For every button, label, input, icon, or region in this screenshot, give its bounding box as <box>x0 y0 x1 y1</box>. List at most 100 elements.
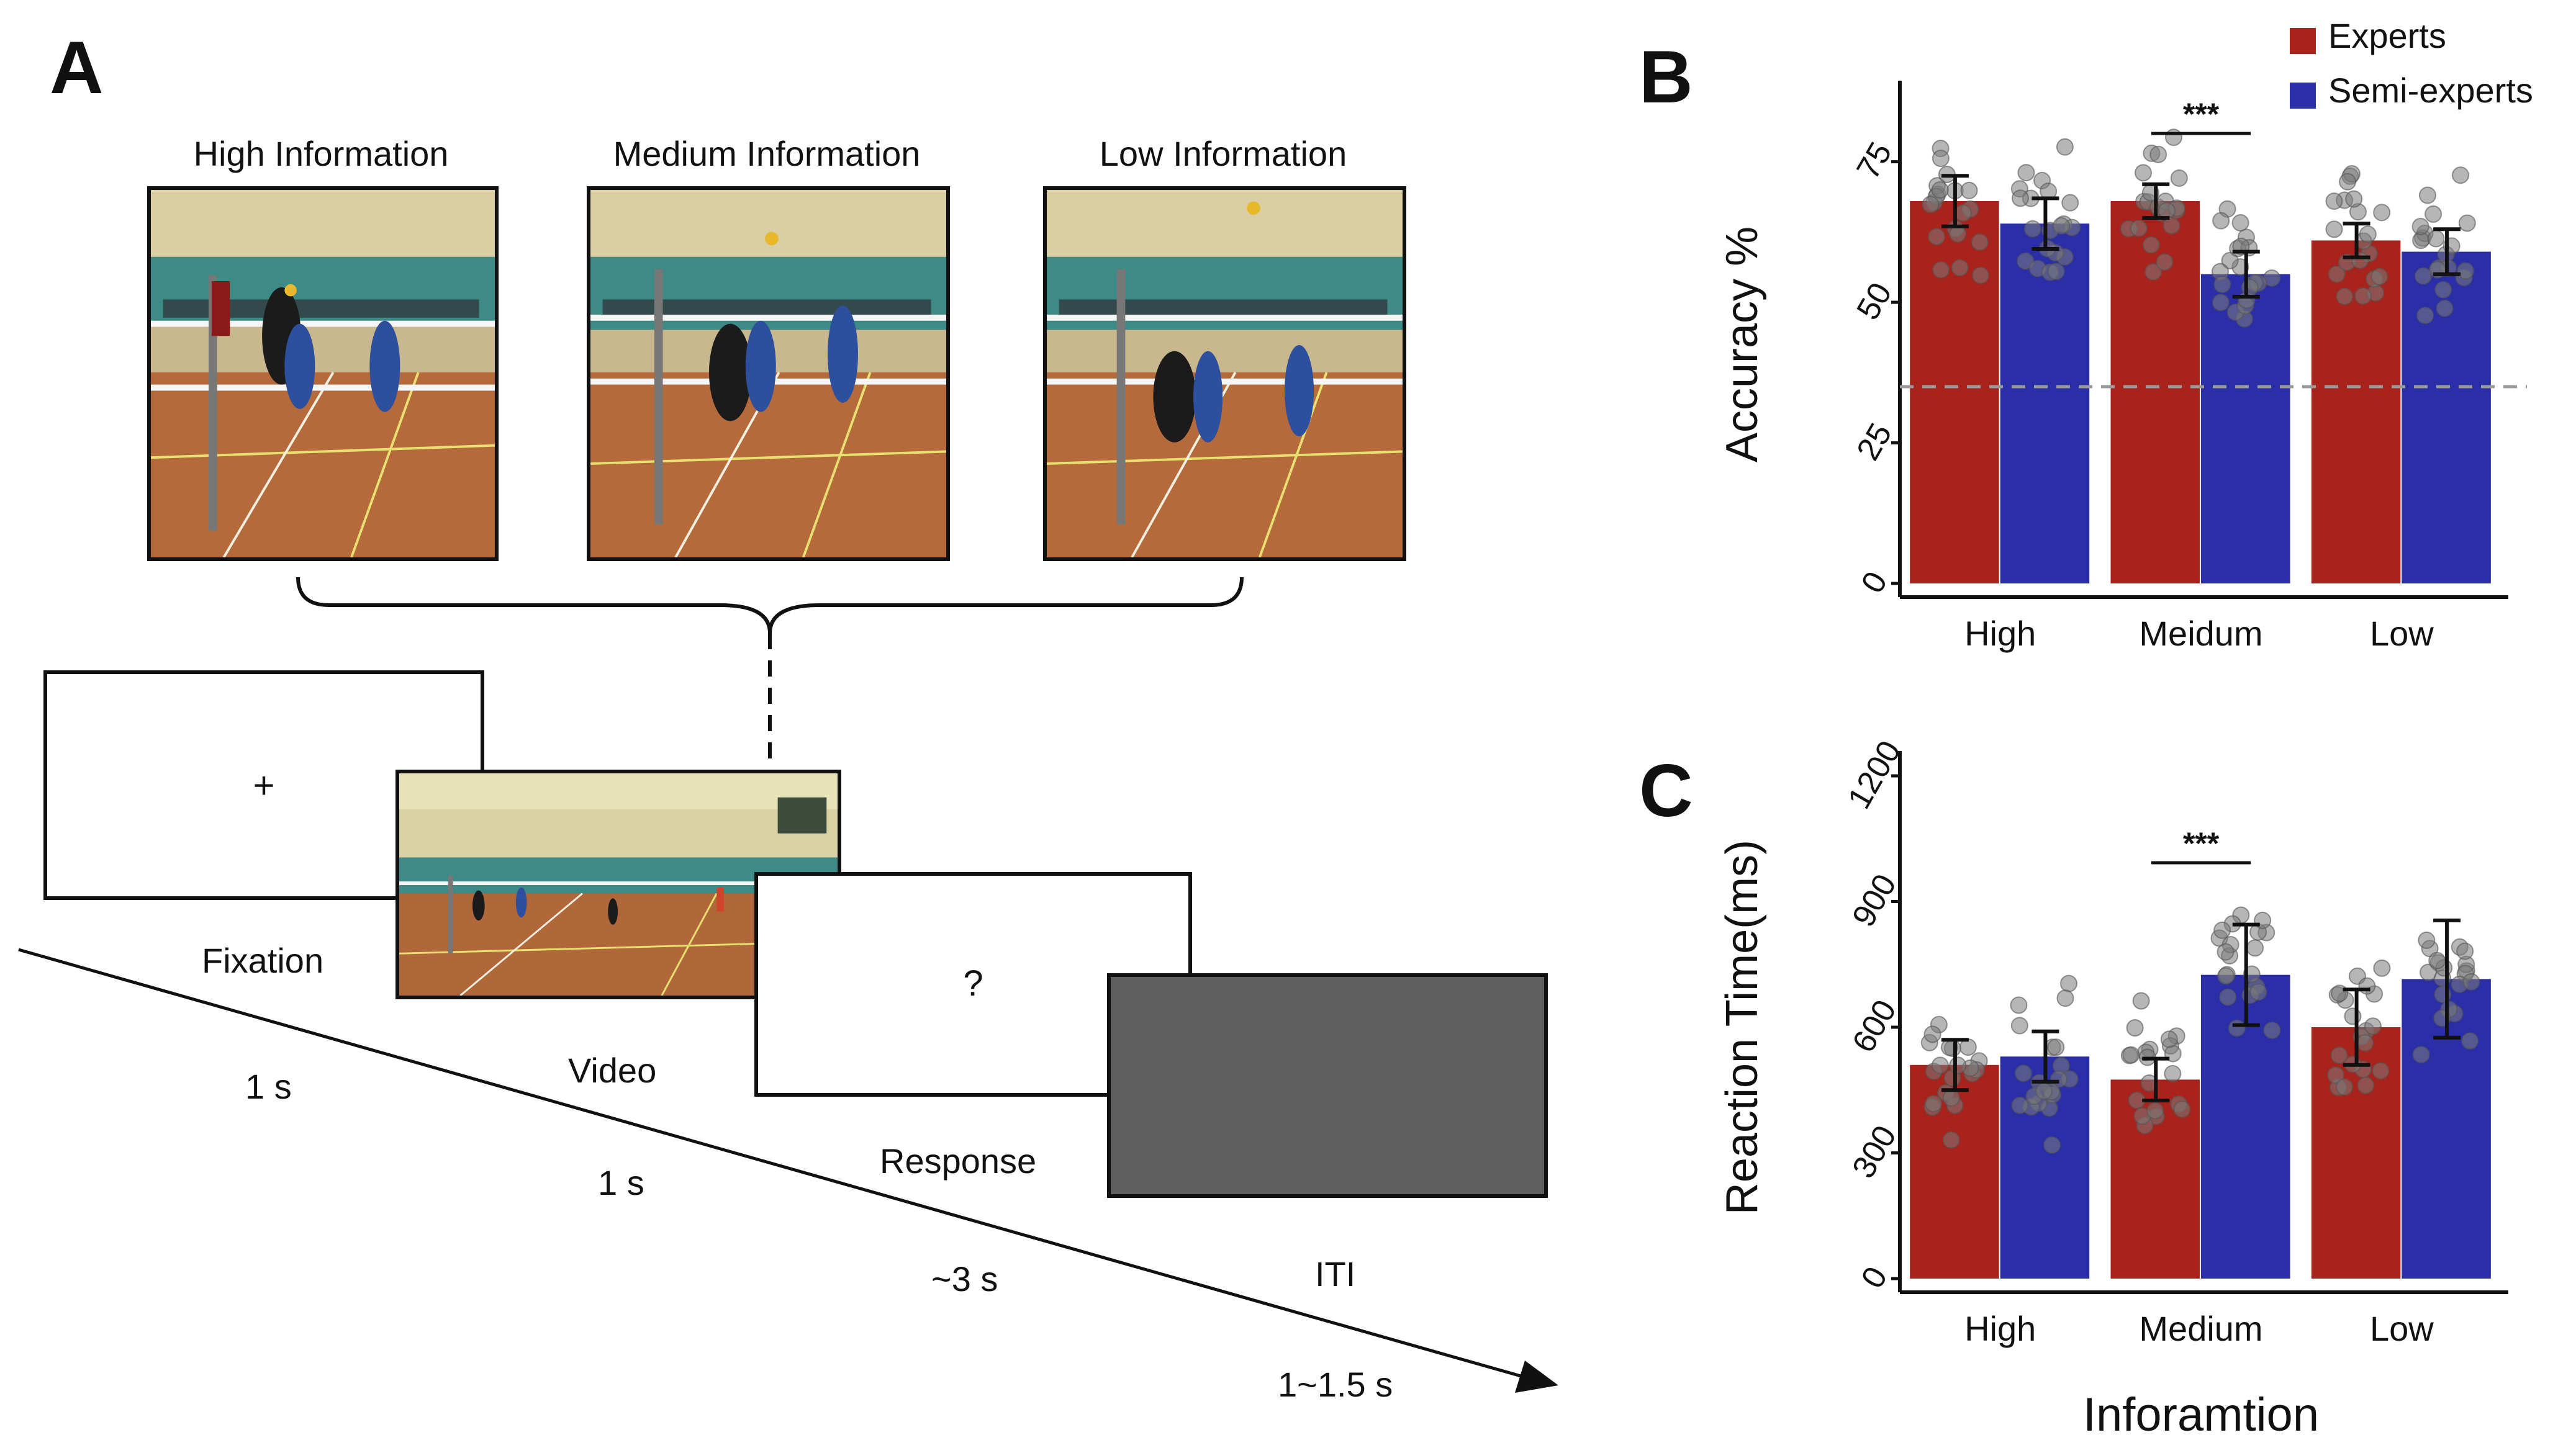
data-point <box>2418 186 2436 204</box>
x-axis-label: Inforamtion <box>2083 1388 2319 1441</box>
x-tick-label: High <box>1964 614 2036 653</box>
data-point <box>2418 931 2436 949</box>
panel-c-letter: C <box>1639 749 1693 832</box>
legend-swatch-experts <box>2290 28 2316 54</box>
panel-a-letter: A <box>50 26 104 109</box>
data-point <box>2212 212 2230 230</box>
event-label-response: Response <box>880 1141 1037 1181</box>
data-point <box>2354 287 2372 305</box>
significance-label: *** <box>2183 826 2220 861</box>
data-point <box>2017 164 2035 182</box>
data-point <box>2461 1032 2479 1050</box>
data-point <box>2056 989 2074 1007</box>
data-point <box>2328 265 2346 283</box>
data-point <box>2357 1076 2375 1094</box>
event-duration-response: ~3 s <box>931 1259 998 1298</box>
x-tick-label: Low <box>2370 614 2434 653</box>
data-point <box>2010 1017 2028 1035</box>
data-point <box>2035 1082 2053 1100</box>
data-point <box>2213 276 2231 294</box>
data-point <box>2434 281 2452 299</box>
data-point <box>2060 974 2078 992</box>
fixation-cross: + <box>253 765 275 806</box>
data-point <box>2436 299 2454 317</box>
data-point <box>1923 1025 1941 1043</box>
data-point <box>2011 1097 2029 1115</box>
event-label-fixation: Fixation <box>202 941 324 980</box>
stimulus-image-medium <box>587 186 950 561</box>
significance-label: *** <box>2183 97 2220 132</box>
data-point <box>2043 1136 2061 1154</box>
data-point <box>2372 1062 2390 1080</box>
data-point <box>1954 204 1972 222</box>
data-point <box>2132 992 2150 1010</box>
stimulus-image-high <box>147 186 499 561</box>
data-point <box>2164 1064 2182 1082</box>
data-point <box>2165 128 2183 146</box>
condition-title-low: Low Information <box>1099 134 1347 173</box>
data-point <box>2456 942 2474 960</box>
data-point <box>2451 166 2469 184</box>
data-point <box>2325 220 2343 238</box>
event-duration-iti: 1~1.5 s <box>1278 1365 1393 1404</box>
brace-connector <box>296 577 1244 770</box>
data-point <box>1932 150 1950 168</box>
data-point <box>2160 1030 2178 1048</box>
bar <box>2000 223 2090 583</box>
data-point <box>2411 218 2429 236</box>
stimulus-image-low <box>1043 186 1406 561</box>
data-point <box>1928 228 1946 246</box>
data-point <box>2458 214 2476 232</box>
y-tick-label: 50 <box>1850 277 1899 326</box>
event-label-iti: ITI <box>1315 1254 1356 1293</box>
bar <box>2110 201 2200 583</box>
data-point <box>2325 192 2343 210</box>
data-point <box>2416 307 2434 325</box>
data-point <box>2326 1066 2344 1084</box>
data-point <box>2023 220 2041 238</box>
x-tick-label: Medium <box>2139 1309 2262 1348</box>
y-tick-label: 900 <box>1845 868 1904 933</box>
data-point <box>2428 951 2446 969</box>
data-point <box>2056 138 2074 156</box>
data-point <box>2061 194 2079 212</box>
data-point <box>2246 939 2264 957</box>
data-point <box>2014 1064 2032 1082</box>
y-tick-label: 25 <box>1850 417 1899 466</box>
data-point <box>2134 164 2152 182</box>
data-point <box>2170 169 2188 187</box>
data-point <box>1949 1056 1967 1074</box>
data-point <box>1931 1056 1949 1074</box>
data-point <box>2212 294 2230 312</box>
x-tick-label: Low <box>2370 1309 2434 1348</box>
data-point <box>2122 1046 2140 1064</box>
data-point <box>2228 1019 2246 1037</box>
data-point <box>2339 173 2357 191</box>
data-point <box>2173 1100 2191 1118</box>
data-point <box>2012 189 2030 207</box>
data-point <box>2213 921 2231 939</box>
data-point <box>2427 230 2445 248</box>
legend-label-experts: Experts <box>2328 16 2446 55</box>
data-point <box>2412 1046 2430 1064</box>
condition-title-high: High Information <box>193 134 449 173</box>
event-duration-fixation: 1 s <box>245 1067 292 1106</box>
data-point <box>2351 251 2369 269</box>
legend-swatch-semi-experts <box>2290 83 2316 109</box>
timeline-arrow <box>18 948 1558 1393</box>
data-point <box>2142 236 2160 254</box>
data-point <box>2217 967 2235 985</box>
data-point <box>1931 181 1949 199</box>
data-point <box>2219 988 2237 1006</box>
data-point <box>2144 263 2162 281</box>
panel-b-letter: B <box>1639 35 1693 119</box>
event-duration-video: 1 s <box>598 1163 644 1202</box>
data-point <box>2146 1102 2164 1120</box>
event-label-video: Video <box>568 1051 657 1090</box>
iti-screen <box>1107 973 1548 1198</box>
data-point <box>2356 1034 2374 1052</box>
y-tick-label: 0 <box>1855 1261 1895 1294</box>
data-point <box>2130 219 2148 237</box>
